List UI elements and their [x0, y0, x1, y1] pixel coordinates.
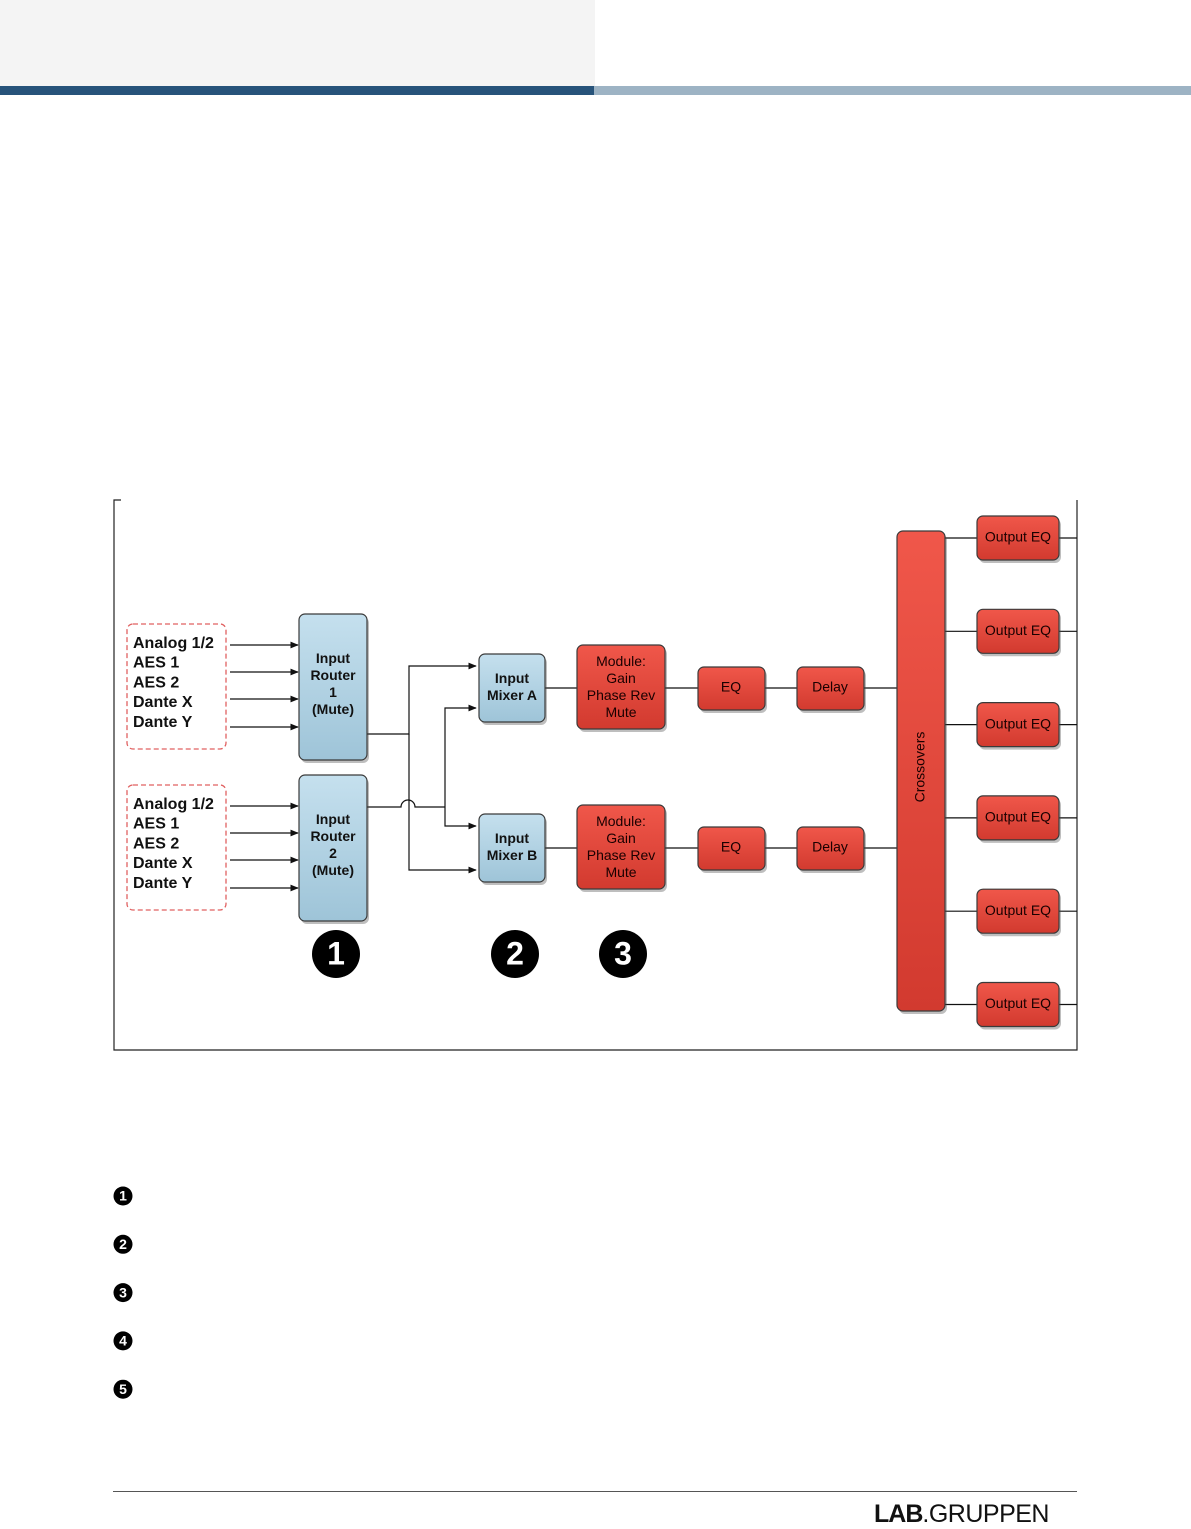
- delay-label: Delay: [812, 679, 848, 695]
- logo-lab: LAB: [874, 1500, 923, 1528]
- module-label: Module:: [596, 653, 646, 669]
- wire-router1-mixerB: [408, 734, 477, 874]
- step-marker-2: [491, 930, 539, 978]
- crossovers-label: Crossovers: [912, 732, 928, 803]
- wire-router1-mixerA: [367, 662, 477, 735]
- output-eq-block-2: [976, 608, 1060, 654]
- input-mixer-a: [478, 653, 546, 723]
- output-eq-block-5: [976, 888, 1060, 934]
- input-label: AES 1: [133, 655, 179, 672]
- step-marker-1: [312, 930, 360, 978]
- mixer-label: Input: [495, 830, 530, 846]
- router-label: (Mute): [312, 701, 354, 717]
- router-label: Router: [310, 667, 356, 683]
- footer-rule: [113, 1491, 1077, 1492]
- brand-logo: LAB.GRUPPEN: [874, 1500, 1049, 1529]
- header-panel: [0, 0, 595, 86]
- output-eq-label: Output EQ: [985, 715, 1051, 731]
- input-label: AES 2: [133, 674, 179, 691]
- output-eq-block-6: [976, 981, 1060, 1028]
- input-mixer-b: [478, 813, 546, 883]
- module-label: Phase Rev: [587, 687, 655, 703]
- step-marker-number: 2: [506, 935, 524, 971]
- output-eq-label: Output EQ: [985, 995, 1051, 1011]
- legend-marker-number: 4: [119, 1333, 127, 1349]
- input-label: Analog 1/2: [133, 796, 214, 813]
- output-eq-label: Output EQ: [985, 902, 1051, 918]
- step-marker-3: [599, 930, 647, 978]
- input-label: Analog 1/2: [133, 635, 214, 652]
- module-label: Gain: [606, 830, 636, 846]
- delay-label: Delay: [812, 839, 848, 855]
- output-eq-label: Output EQ: [985, 529, 1051, 545]
- wire-router2-mixerB: [444, 807, 477, 830]
- module-label: Phase Rev: [587, 847, 655, 863]
- legend-marker-4: [113, 1331, 133, 1351]
- module-label: Gain: [606, 670, 636, 686]
- mixer-label: Mixer B: [487, 847, 538, 863]
- legend-marker-2: [113, 1234, 133, 1254]
- legend-marker-number: 1: [119, 1188, 127, 1204]
- module-block-1: [576, 644, 666, 730]
- step-marker-number: 3: [614, 935, 632, 971]
- router-label: 1: [329, 684, 337, 700]
- input-label: Dante X: [133, 694, 193, 711]
- legend-marker-3: [113, 1283, 133, 1303]
- diagram-frame: [113, 499, 1078, 1051]
- input-group-2: [126, 784, 227, 911]
- router-label: Input: [316, 650, 351, 666]
- input-label: Dante Y: [133, 875, 193, 892]
- delay-block-1: [796, 666, 865, 711]
- delay-block-2: [796, 826, 865, 871]
- output-eq-block-1: [976, 515, 1060, 561]
- eq-block-1: [697, 666, 766, 711]
- input-label: Dante Y: [133, 714, 193, 731]
- router-label: 2: [329, 845, 337, 861]
- output-eq-block-4: [976, 795, 1060, 841]
- legend-marker-1: [113, 1186, 133, 1206]
- output-eq-block-3: [976, 701, 1060, 748]
- logo-gruppen: .GRUPPEN: [922, 1500, 1049, 1528]
- header-bar-light: [594, 86, 1191, 95]
- mixer-label: Input: [495, 670, 530, 686]
- eq-block-2: [697, 826, 766, 871]
- input-router-2: [298, 774, 368, 922]
- mixer-label: Mixer A: [487, 687, 537, 703]
- router-label: Router: [310, 828, 356, 844]
- legend-marker-number: 5: [119, 1381, 127, 1397]
- crossovers-block: [896, 530, 946, 1012]
- module-label: Mute: [605, 864, 636, 880]
- legend-marker-number: 3: [119, 1284, 127, 1300]
- router-label: Input: [316, 811, 351, 827]
- input-group-1: [126, 623, 227, 750]
- input-router-1: [298, 613, 368, 761]
- module-label: Module:: [596, 813, 646, 829]
- legend-marker-5: [113, 1379, 133, 1399]
- module-block-2: [576, 804, 666, 890]
- output-eq-label: Output EQ: [985, 809, 1051, 825]
- module-label: Mute: [605, 704, 636, 720]
- connection-wires: [230, 537, 1077, 1006]
- input-label: Dante X: [133, 855, 193, 872]
- header-bar-dark: [0, 86, 594, 95]
- eq-label: EQ: [721, 679, 741, 695]
- wire-router2-mixerA: [444, 704, 477, 807]
- input-label: AES 1: [133, 816, 179, 833]
- eq-label: EQ: [721, 839, 741, 855]
- legend-marker-number: 2: [119, 1236, 127, 1252]
- router-label: (Mute): [312, 862, 354, 878]
- output-eq-label: Output EQ: [985, 622, 1051, 638]
- wire-router2-crossing: [367, 799, 445, 808]
- input-label: AES 2: [133, 835, 179, 852]
- step-marker-number: 1: [327, 935, 345, 971]
